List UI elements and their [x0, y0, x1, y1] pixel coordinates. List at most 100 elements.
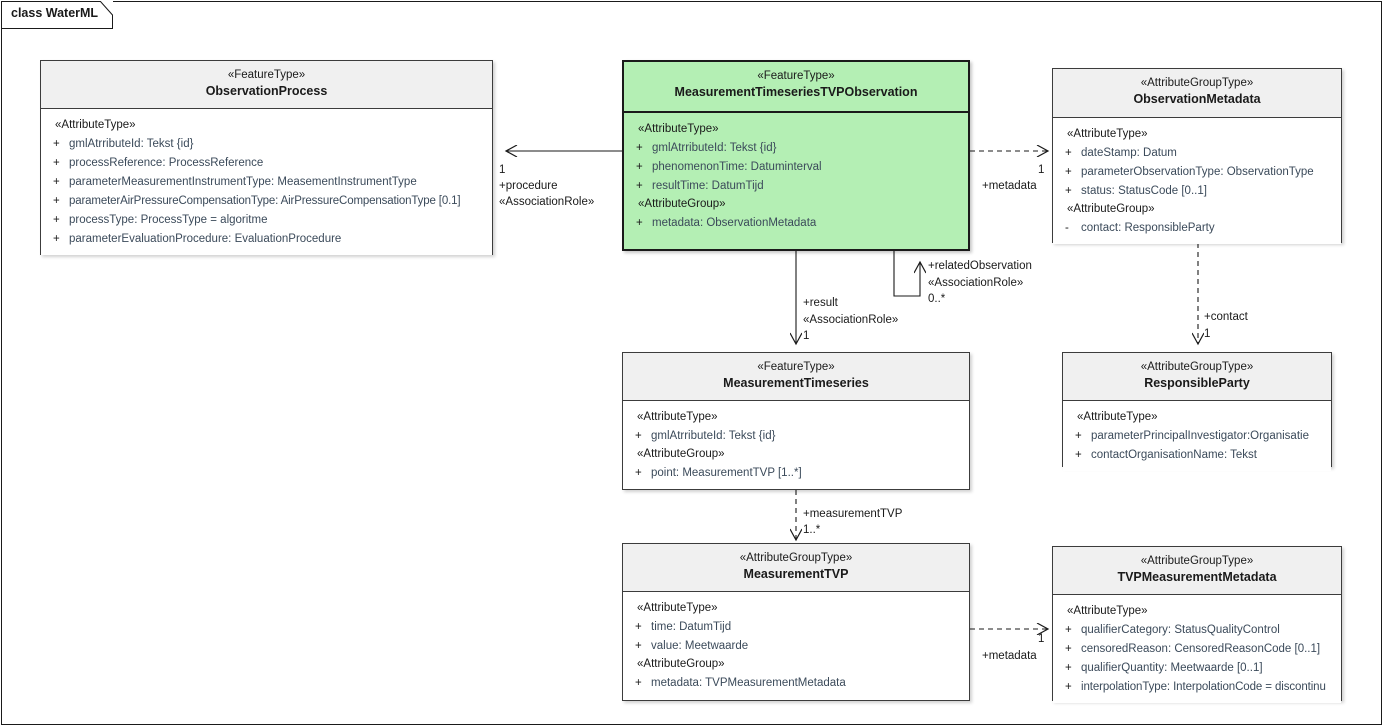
- attribute-visibility: +: [635, 621, 642, 633]
- attribute-row: +metadata: TVPMeasurementMetadata: [629, 673, 963, 692]
- attribute-visibility: +: [1065, 662, 1072, 674]
- class-tvp-measurement-metadata[interactable]: «AttributeGroupType» TVPMeasurementMetad…: [1052, 546, 1342, 703]
- attribute-visibility: +: [53, 176, 60, 188]
- attribute-visibility: +: [636, 142, 643, 154]
- attribute-visibility: +: [1065, 624, 1072, 636]
- attribute-visibility: +: [1065, 166, 1072, 178]
- stereotype-label: «AttributeGroupType»: [739, 552, 853, 564]
- attribute-row: +qualifierQuantity: Meetwaarde [0..1]: [1059, 658, 1335, 677]
- class-measurement-tvp[interactable]: «AttributeGroupType» MeasurementTVP «Att…: [622, 543, 970, 701]
- stereotype-label: «FeatureType»: [757, 70, 835, 82]
- attribute-text: contactOrganisationName: Tekst: [1091, 449, 1257, 461]
- attribute-group-label: «AttributeType»: [637, 602, 718, 614]
- attribute-visibility: +: [1075, 430, 1082, 442]
- label-result-role: +result: [803, 297, 838, 309]
- label-metadata-tvp-multiplicity: 1: [1038, 633, 1045, 645]
- class-name-label: MeasurementTimeseries: [723, 376, 869, 390]
- connector-related-observation: [893, 251, 920, 297]
- label-measurement-tvp-multiplicity: 1..*: [803, 524, 821, 536]
- attribute-text: parameterMeasurementInstrumentType: Meas…: [69, 176, 417, 188]
- attribute-visibility: +: [635, 430, 642, 442]
- attribute-visibility: +: [1065, 681, 1072, 693]
- attribute-group-label: «AttributeType»: [638, 123, 719, 135]
- attribute-text: processReference: ProcessReference: [69, 157, 264, 169]
- attribute-visibility: +: [53, 214, 60, 226]
- label-metadata-tvp-role: +metadata: [982, 650, 1037, 662]
- attribute-group-label: «AttributeType»: [1067, 605, 1148, 617]
- attribute-group-label: «AttributeGroup»: [637, 658, 725, 670]
- class-body-measurement-tvp: «AttributeType» +time: DatumTijd + value:…: [623, 592, 969, 699]
- label-measurement-tvp-role: +measurementTVP: [803, 508, 903, 520]
- attribute-row: +censoredReason: CensoredReasonCode [0..…: [1059, 639, 1335, 658]
- diagram-frame-tab: class WaterML: [1, 1, 113, 29]
- class-body-measurement-timeseries-tvp-observation: «AttributeType» +gmlAtrributeId: Tekst {…: [624, 113, 968, 239]
- attribute-group-label: «AttributeGroup»: [637, 448, 725, 460]
- attribute-row: +parameterEvaluationProcedure: Evaluatio…: [47, 229, 486, 248]
- attribute-row: + gmlAtrributeId: Tekst {id}: [629, 426, 963, 445]
- attribute-text: gmlAtrributeId: Tekst {id}: [651, 430, 776, 442]
- label-result-stereotype: «AssociationRole»: [803, 314, 899, 326]
- attribute-visibility: +: [636, 180, 643, 192]
- class-body-observation-process: «AttributeType» +gmlAtrributeId: Tekst {…: [41, 109, 492, 255]
- stereotype-label: «AttributeGroupType»: [1140, 555, 1254, 567]
- attribute-row: +gmlAtrributeId: Tekst {id}: [47, 134, 486, 153]
- class-observation-process[interactable]: «FeatureType» ObservationProcess «Attrib…: [40, 60, 493, 255]
- diagram-title: class WaterML: [11, 6, 99, 20]
- attribute-text: processType: ProcessType = algoritme: [69, 214, 268, 226]
- stereotype-label: «AttributeGroupType»: [1140, 361, 1254, 373]
- class-header-tvp-measurement-metadata: «AttributeGroupType» TVPMeasurementMetad…: [1053, 547, 1341, 595]
- class-header-measurement-timeseries: «FeatureType» MeasurementTimeseries: [623, 353, 969, 401]
- class-measurement-timeseries-tvp-observation[interactable]: «FeatureType» MeasurementTimeseriesTVPOb…: [622, 60, 970, 251]
- label-contact-multiplicity: 1: [1204, 328, 1211, 340]
- class-name-label: MeasurementTimeseriesTVPObservation: [674, 85, 918, 99]
- attribute-visibility: +: [53, 195, 60, 207]
- class-name-label: ObservationMetadata: [1133, 92, 1261, 106]
- attribute-row: + dateStamp: Datum: [1059, 143, 1335, 162]
- label-procedure-stereotype: «AssociationRole»: [499, 196, 595, 208]
- class-header-observation-process: «FeatureType» ObservationProcess: [41, 61, 492, 109]
- class-name-label: TVPMeasurementMetadata: [1117, 570, 1277, 584]
- attribute-row: + parameterAirPressureCompensationType: A…: [47, 191, 486, 210]
- label-procedure-role: +procedure: [499, 180, 558, 192]
- attribute-row: +point: MeasurementTVP [1..*]: [629, 463, 963, 482]
- attribute-group-label: «AttributeType»: [1077, 411, 1158, 423]
- attribute-text: censoredReason: CensoredReasonCode [0..1…: [1081, 643, 1321, 655]
- attribute-text: status: StatusCode [0..1]: [1081, 185, 1207, 197]
- class-measurement-timeseries[interactable]: «FeatureType» MeasurementTimeseries «Att…: [622, 352, 970, 490]
- attribute-visibility: +: [635, 640, 642, 652]
- attribute-row: + metadata: ObservationMetadata: [630, 213, 962, 232]
- stereotype-label: «AttributeGroupType»: [1140, 77, 1254, 89]
- attribute-text: interpolationType: InterpolationCode = d…: [1081, 681, 1326, 693]
- label-metadata-observation-multiplicity: 1: [1038, 164, 1045, 176]
- label-related-observation-role: +relatedObservation: [928, 260, 1032, 272]
- attribute-row: +time: DatumTijd: [629, 617, 963, 636]
- attribute-group-label: «AttributeType»: [637, 411, 718, 423]
- attribute-text: qualifierCategory: StatusQualityControl: [1081, 624, 1280, 636]
- class-observation-metadata[interactable]: «AttributeGroupType» ObservationMetadata…: [1052, 68, 1342, 244]
- attribute-row: +gmlAtrributeId: Tekst {id}: [630, 138, 962, 157]
- stereotype-label: «FeatureType»: [757, 361, 835, 373]
- attribute-text: parameterEvaluationProcedure: Evaluation…: [69, 233, 342, 245]
- attribute-visibility: +: [1065, 185, 1072, 197]
- attribute-visibility: +: [1065, 147, 1072, 159]
- attribute-row: + parameterObservationType: ObservationTy…: [1059, 162, 1335, 181]
- class-body-measurement-timeseries: «AttributeType» + gmlAtrributeId: Tekst {…: [623, 401, 969, 489]
- class-header-observation-metadata: «AttributeGroupType» ObservationMetadata: [1053, 69, 1341, 118]
- class-header-responsible-party: «AttributeGroupType» ResponsibleParty: [1063, 353, 1331, 401]
- class-responsible-party[interactable]: «AttributeGroupType» ResponsibleParty «A…: [1062, 352, 1332, 471]
- attribute-text: resultTime: DatumTijd: [652, 180, 764, 192]
- attribute-text: parameterPrincipalInvestigator:Organisat…: [1091, 430, 1309, 442]
- attribute-row: +phenomenonTime: Datuminterval: [630, 157, 962, 176]
- attribute-text: point: MeasurementTVP [1..*]: [651, 467, 802, 479]
- attribute-text: contact: ResponsibleParty: [1081, 222, 1215, 234]
- attribute-row: + parameterMeasurementInstrumentType: Mea…: [47, 172, 486, 191]
- stereotype-label: «FeatureType»: [227, 69, 306, 81]
- attribute-text: parameterObservationType: ObservationTyp…: [1081, 166, 1314, 178]
- attribute-text: dateStamp: Datum: [1081, 147, 1177, 159]
- attribute-visibility: +: [53, 138, 60, 150]
- attribute-text: metadata: ObservationMetadata: [652, 217, 817, 229]
- attribute-visibility: +: [636, 217, 643, 229]
- attribute-text: parameterAirPressureCompensationType: Ai…: [69, 195, 461, 207]
- attribute-text: value: Meetwaarde: [651, 640, 749, 652]
